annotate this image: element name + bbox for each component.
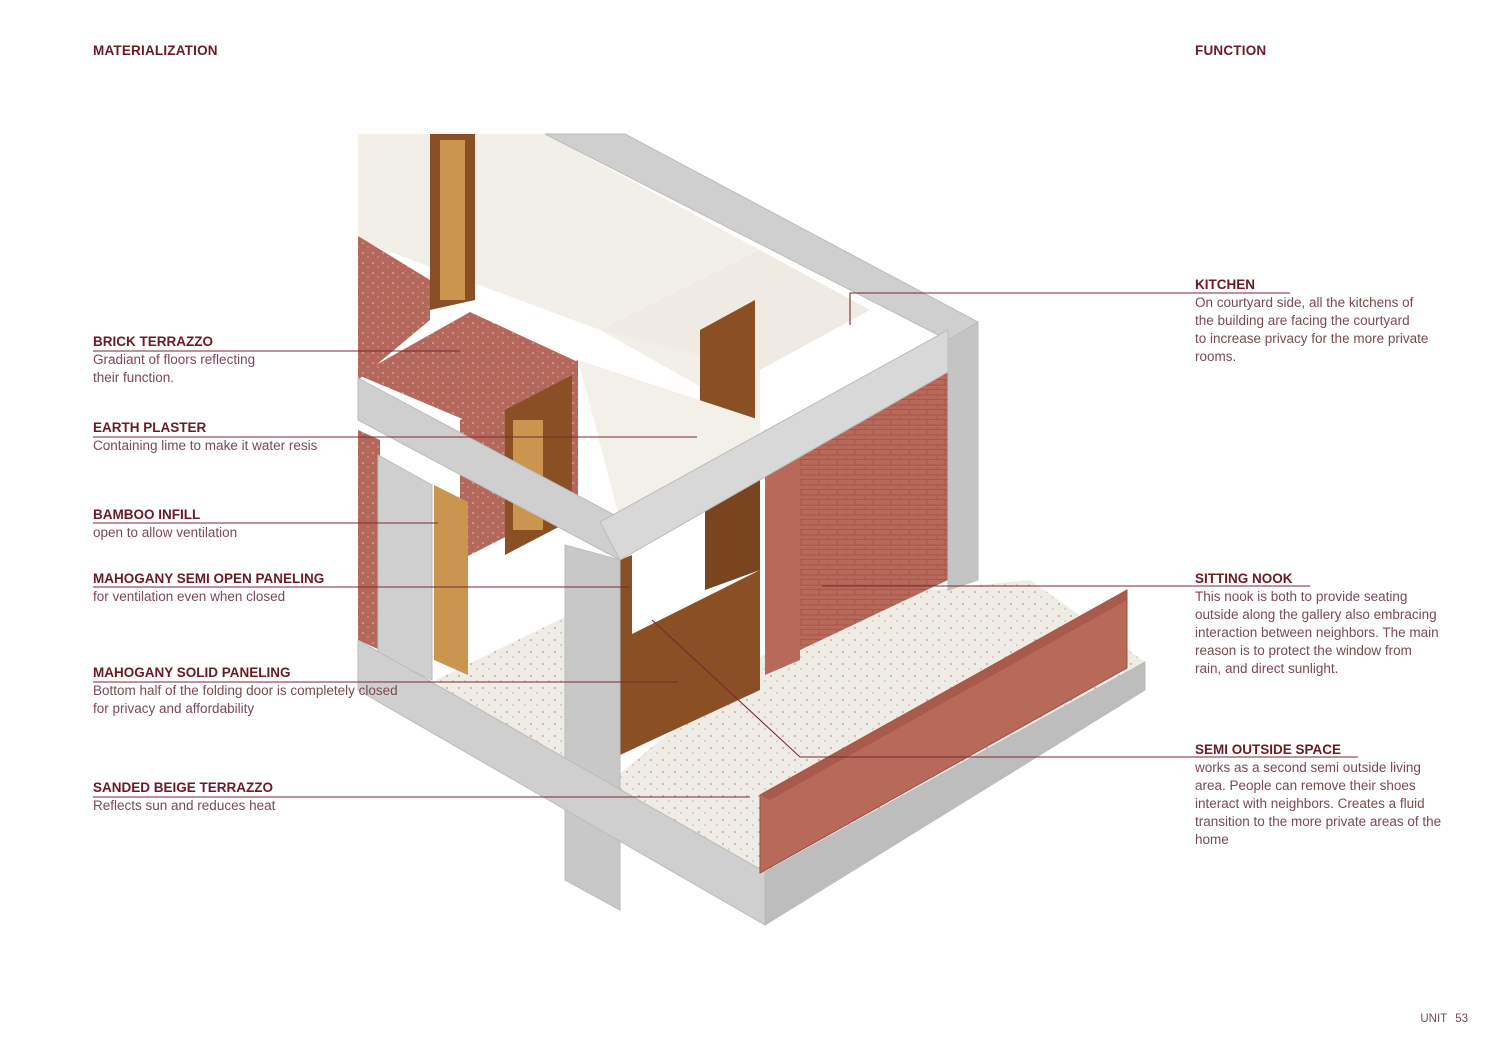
mahogany-solid-paneling: [620, 570, 760, 755]
leader-kitchen: [849, 292, 1290, 325]
label-title: SANDED BEIGE TERRAZZO: [93, 780, 274, 795]
brick-terrazzo-floor: [358, 312, 578, 420]
label-text: reason is to protect the window from: [1195, 643, 1412, 658]
bamboo-infill: [434, 485, 468, 675]
label-text: outside along the gallery also embracing: [1195, 607, 1437, 622]
front-right-beam: [599, 329, 949, 561]
right-column: [947, 321, 979, 591]
label-text: Reflects sun and reduces heat: [93, 798, 276, 813]
label-text: On courtyard side, all the kitchens of: [1195, 295, 1414, 310]
label-semi-outside-space: SEMI OUTSIDE SPACE works as a second sem…: [1195, 741, 1455, 849]
label-mahogany-semi-open: MAHOGANY SEMI OPEN PANELING for ventilat…: [93, 570, 423, 606]
brick-screen-wall: [759, 589, 1128, 874]
label-mahogany-solid: MAHOGANY SOLID PANELING Bottom half of t…: [93, 664, 433, 718]
page-number: 53: [1455, 1013, 1468, 1025]
brick-terrazzo-wall-lower: [358, 430, 380, 650]
label-text: open to allow ventilation: [93, 525, 238, 540]
label-title: SITTING NOOK: [1195, 571, 1293, 586]
label-title: SEMI OUTSIDE SPACE: [1195, 742, 1342, 757]
label-text: for ventilation even when closed: [93, 589, 286, 604]
materialization-header: MATERIALIZATION: [93, 43, 218, 58]
label-text: Gradiant of floors reflecting: [93, 352, 256, 367]
label-brick-terrazzo: BRICK TERRAZZO Gradiant of floors reflec…: [93, 333, 423, 387]
label-text: Containing lime to make it water resis: [93, 438, 318, 453]
sanded-terrazzo-floor: [600, 580, 1145, 872]
label-title: BRICK TERRAZZO: [93, 334, 213, 349]
page-footer: UNIT 53: [1412, 1013, 1468, 1025]
label-sanded-beige-terrazzo: SANDED BEIGE TERRAZZO Reflects sun and r…: [93, 779, 423, 815]
label-text: area. People can remove their shoes: [1195, 778, 1416, 793]
label-text: to increase privacy for the more private: [1195, 331, 1429, 346]
label-text: This nook is both to provide seating: [1195, 589, 1408, 604]
label-title: EARTH PLASTER: [93, 420, 207, 435]
function-header: FUNCTION: [1195, 43, 1267, 58]
footer-label: UNIT: [1420, 1013, 1448, 1025]
label-bamboo-infill: BAMBOO INFILL open to allow ventilation: [93, 506, 423, 542]
label-text: their function.: [93, 370, 175, 385]
label-sitting-nook: SITTING NOOK This nook is both to provid…: [1195, 570, 1455, 678]
brick-wall: [800, 370, 948, 650]
label-text: for privacy and affordability: [93, 701, 255, 716]
label-text: transition to the more private areas of …: [1195, 814, 1442, 829]
mahogany-semi-open-paneling: [705, 480, 760, 590]
label-text: the building are facing the courtyard: [1195, 313, 1410, 328]
base-slab-right-face: [764, 661, 1146, 926]
concrete-frame: [357, 133, 1146, 926]
label-title: MAHOGANY SEMI OPEN PANELING: [93, 571, 325, 586]
label-title: KITCHEN: [1195, 277, 1255, 292]
label-earth-plaster: EARTH PLASTER Containing lime to make it…: [93, 419, 423, 455]
label-text: Bottom half of the folding door is compl…: [93, 683, 398, 698]
brick-screen-top: [760, 590, 1127, 800]
left-column: [377, 454, 433, 681]
label-text: interact with neighbors. Creates a fluid: [1195, 796, 1425, 811]
mahogany-door-edge: [620, 555, 632, 645]
label-text: works as a second semi outside living: [1195, 760, 1421, 775]
brick-pier: [765, 420, 800, 675]
label-text: interaction between neighbors. The main: [1195, 625, 1439, 640]
label-text: home: [1195, 832, 1229, 847]
label-text: rooms.: [1195, 349, 1237, 364]
corner-column: [564, 544, 621, 911]
leader-lines: [93, 292, 1358, 798]
brick-terrazzo-wall: [358, 236, 430, 380]
label-title: MAHOGANY SOLID PANELING: [93, 665, 291, 680]
label-text: rain, and direct sunlight.: [1195, 661, 1339, 676]
label-kitchen: KITCHEN On courtyard side, all the kitch…: [1195, 276, 1455, 366]
leader-semi-outside-space: [651, 619, 1358, 758]
label-title: BAMBOO INFILL: [93, 507, 201, 522]
